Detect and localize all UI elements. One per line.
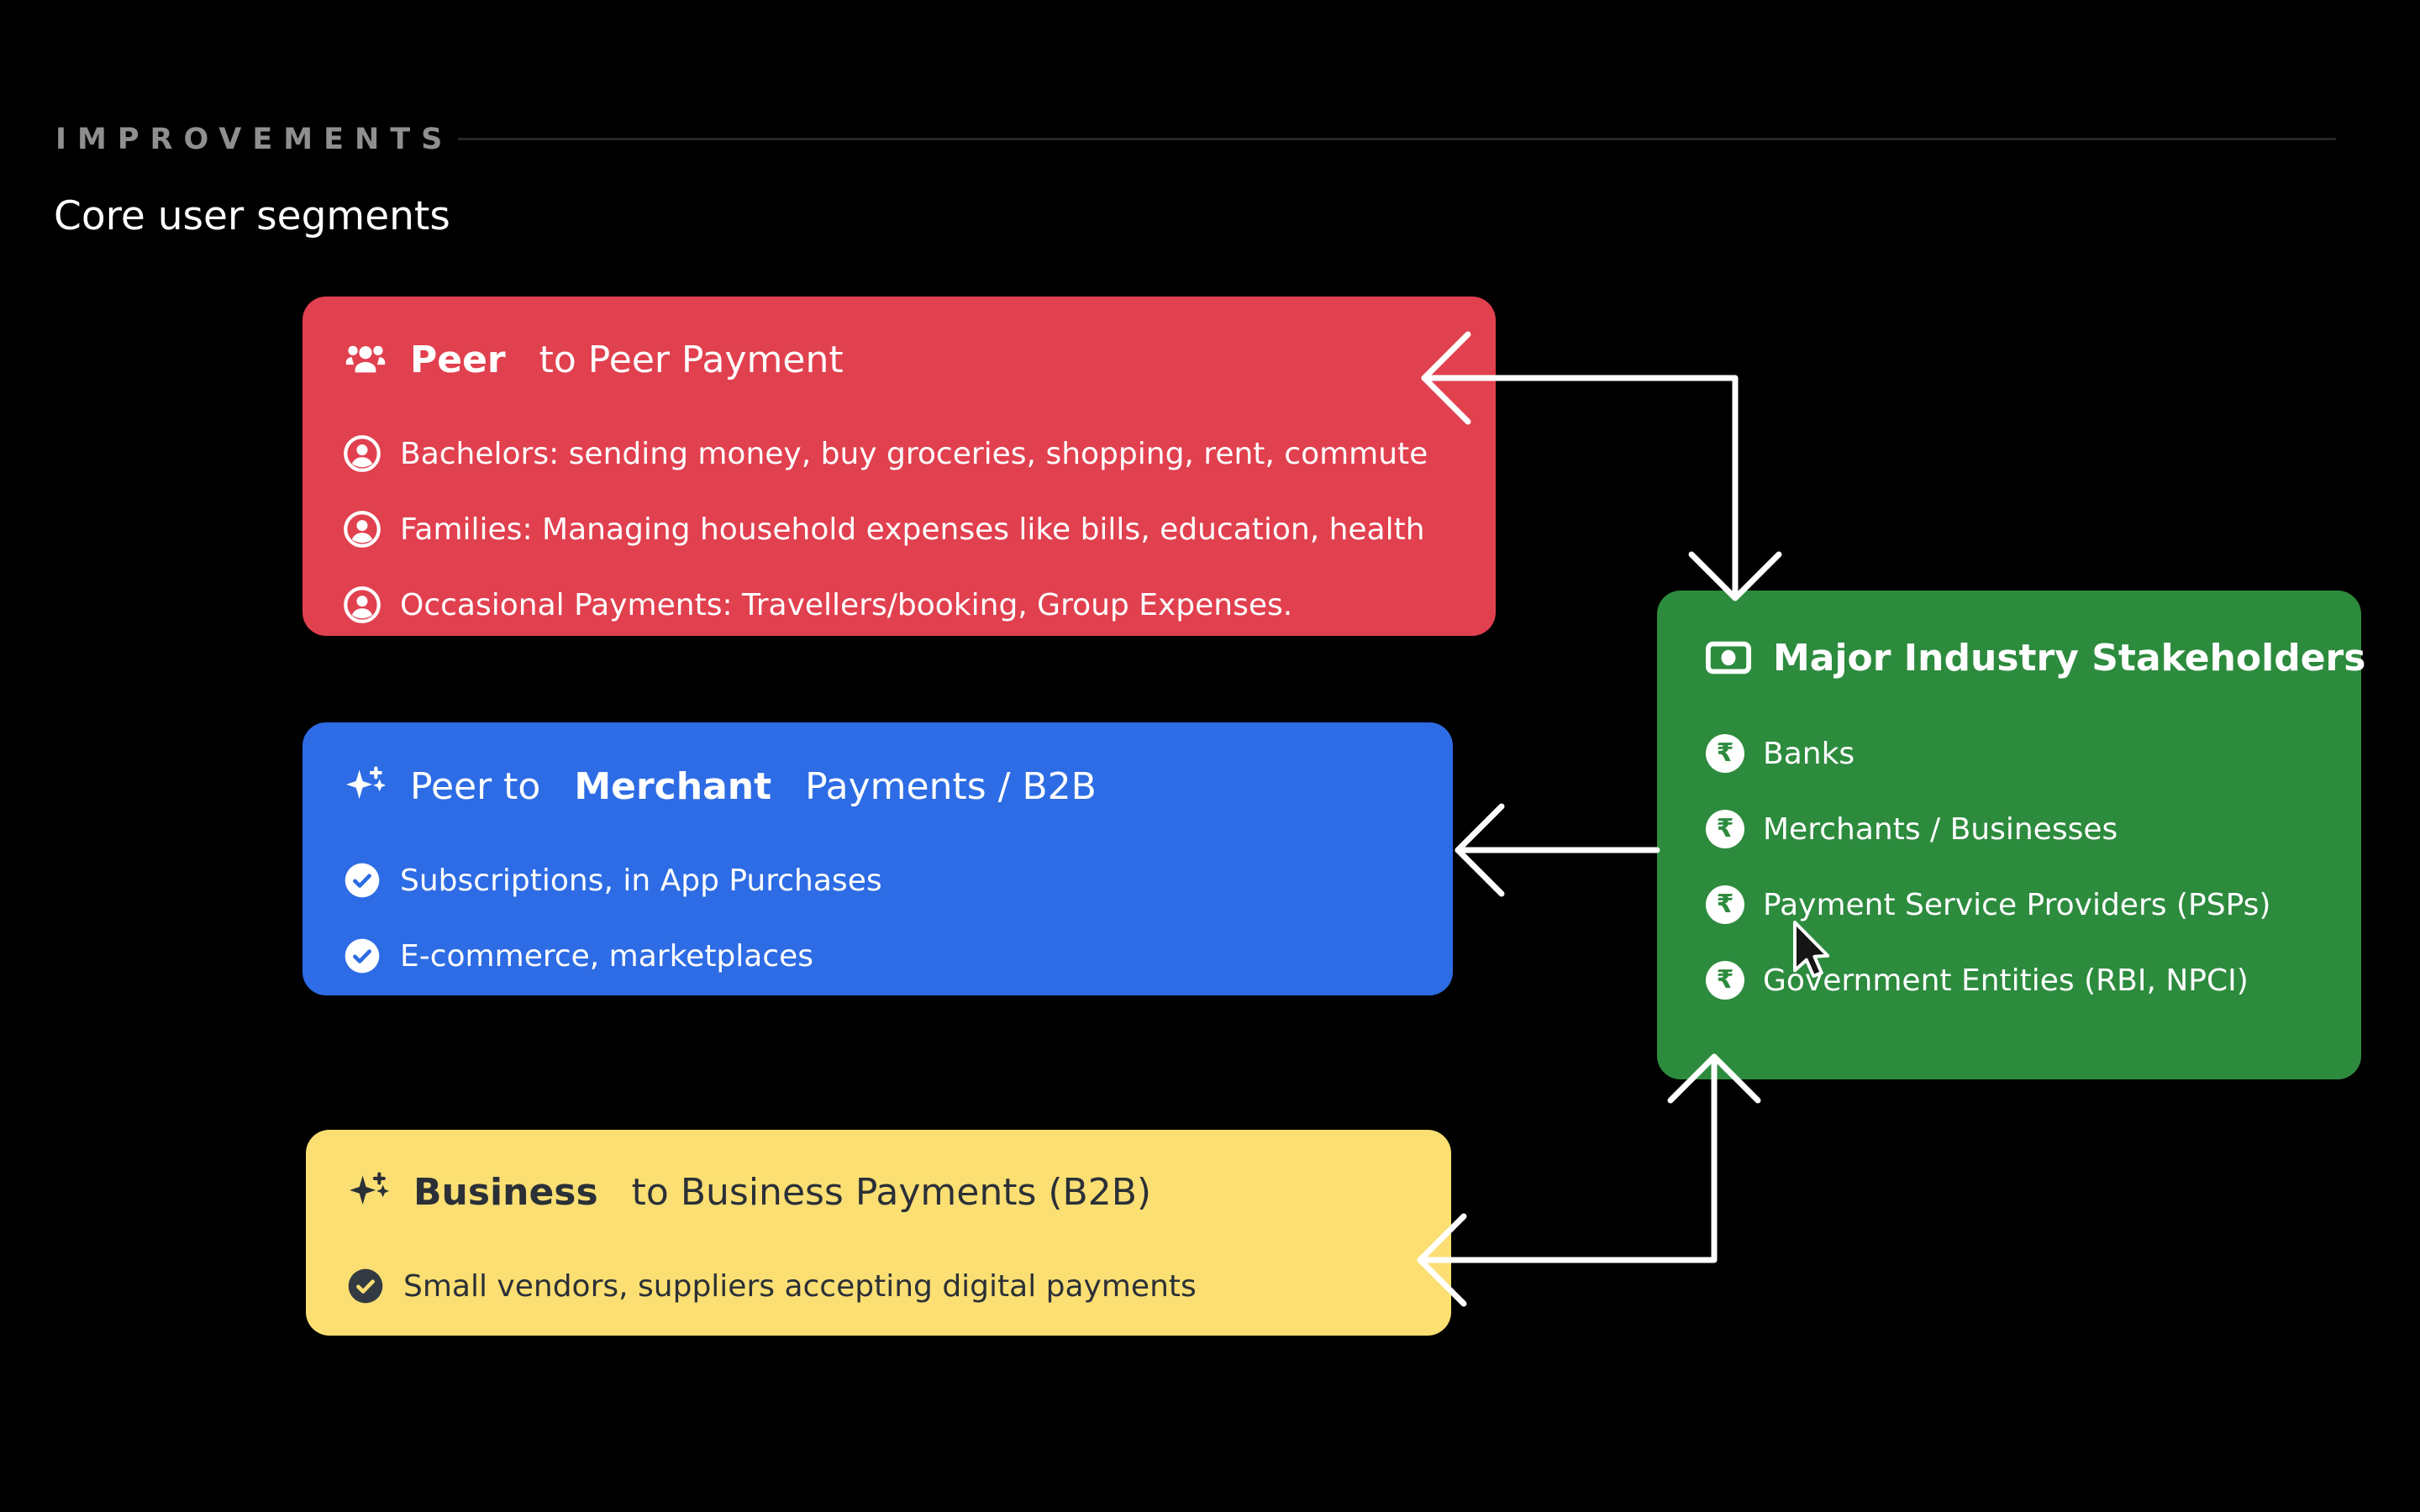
list-item-text: Banks — [1763, 736, 1855, 771]
list-item: Subscriptions, in App Purchases — [343, 860, 1419, 900]
list-item: Families: Managing household expenses li… — [343, 509, 1462, 549]
check-circle-icon — [343, 861, 381, 900]
title-text: to Peer Payment — [527, 338, 844, 381]
rupee-circle-icon: ₹ — [1706, 885, 1744, 924]
page-title: Core user segments — [54, 193, 450, 239]
list-item-text: Occasional Payments: Travellers/booking,… — [400, 587, 1293, 622]
title-text: Peer to — [410, 764, 553, 808]
list-item: Small vendors, suppliers accepting digit… — [346, 1266, 1418, 1306]
list-item-text: Merchants / Businesses — [1763, 811, 2118, 847]
title-text: to Business Payments (B2B) — [619, 1170, 1152, 1214]
rupee-symbol: ₹ — [1716, 965, 1734, 995]
card-stakeholders: Major Industry Stakeholders ₹ Banks ₹ Me… — [1657, 591, 2365, 1079]
title-text-bold: Merchant — [574, 764, 772, 808]
check-circle-icon — [346, 1267, 385, 1305]
list-item-text: Subscriptions, in App Purchases — [400, 863, 882, 898]
connector-stakeholders-to-peer-to-merchant — [1455, 803, 1660, 897]
list-item-text: Government Entities (RBI, NPCI) — [1763, 963, 2249, 998]
card-stakeholders-title: Major Industry Stakeholders — [1706, 635, 2365, 680]
rupee-circle-icon: ₹ — [1706, 810, 1744, 848]
rupee-symbol: ₹ — [1716, 738, 1734, 768]
sparkle-icon — [343, 764, 388, 809]
account-circle-icon — [343, 585, 381, 624]
card-peer-to-merchant-title: Peer to Merchant Payments / B2B — [343, 764, 1419, 808]
list-item: ₹ Payment Service Providers (PSPs) — [1706, 885, 2328, 925]
list-item: ₹ Banks — [1706, 733, 2328, 774]
groups-icon — [343, 337, 388, 382]
card-business-to-business-title: Business to Business Payments (B2B) — [346, 1170, 1418, 1214]
list-item-text: Bachelors: sending money, buy groceries,… — [400, 436, 1428, 471]
title-text-bold: Business — [413, 1170, 598, 1214]
rupee-circle-icon: ₹ — [1706, 734, 1744, 773]
list-item-text: Small vendors, suppliers accepting digit… — [403, 1268, 1197, 1304]
list-item-text: Payment Service Providers (PSPs) — [1763, 887, 2271, 922]
list-item: Bachelors: sending money, buy groceries,… — [343, 433, 1462, 474]
card-business-to-business: Business to Business Payments (B2B) Smal… — [306, 1130, 1451, 1336]
card-peer-to-peer: Peer to Peer Payment Bachelors: sending … — [302, 297, 1496, 636]
sparkle-icon — [346, 1169, 392, 1215]
list-item: E-commerce, marketplaces — [343, 936, 1419, 976]
header-divider-line — [458, 138, 2336, 140]
check-circle-icon — [343, 937, 381, 975]
title-text: Payments / B2B — [793, 764, 1097, 808]
card-peer-to-peer-title: Peer to Peer Payment — [343, 338, 1462, 381]
rupee-circle-icon: ₹ — [1706, 961, 1744, 1000]
list-item-text: E-commerce, marketplaces — [400, 938, 814, 974]
card-peer-to-merchant: Peer to Merchant Payments / B2B Subscrip… — [302, 722, 1453, 995]
section-eyebrow: IMPROVEMENTS — [55, 123, 454, 156]
connector-business-to-stakeholders — [1417, 1053, 1761, 1307]
list-item: Occasional Payments: Travellers/booking,… — [343, 585, 1462, 625]
title-text-bold: Peer — [410, 338, 506, 381]
title-text-bold: Major Industry Stakeholders — [1773, 636, 2366, 680]
account-circle-icon — [343, 510, 381, 549]
account-circle-icon — [343, 434, 381, 473]
rupee-symbol: ₹ — [1716, 890, 1734, 919]
mouse-cursor — [1793, 921, 1830, 978]
rupee-symbol: ₹ — [1716, 814, 1734, 843]
list-item-text: Families: Managing household expenses li… — [400, 512, 1425, 547]
list-item: ₹ Merchants / Businesses — [1706, 809, 2328, 849]
banknote-icon — [1706, 635, 1751, 680]
